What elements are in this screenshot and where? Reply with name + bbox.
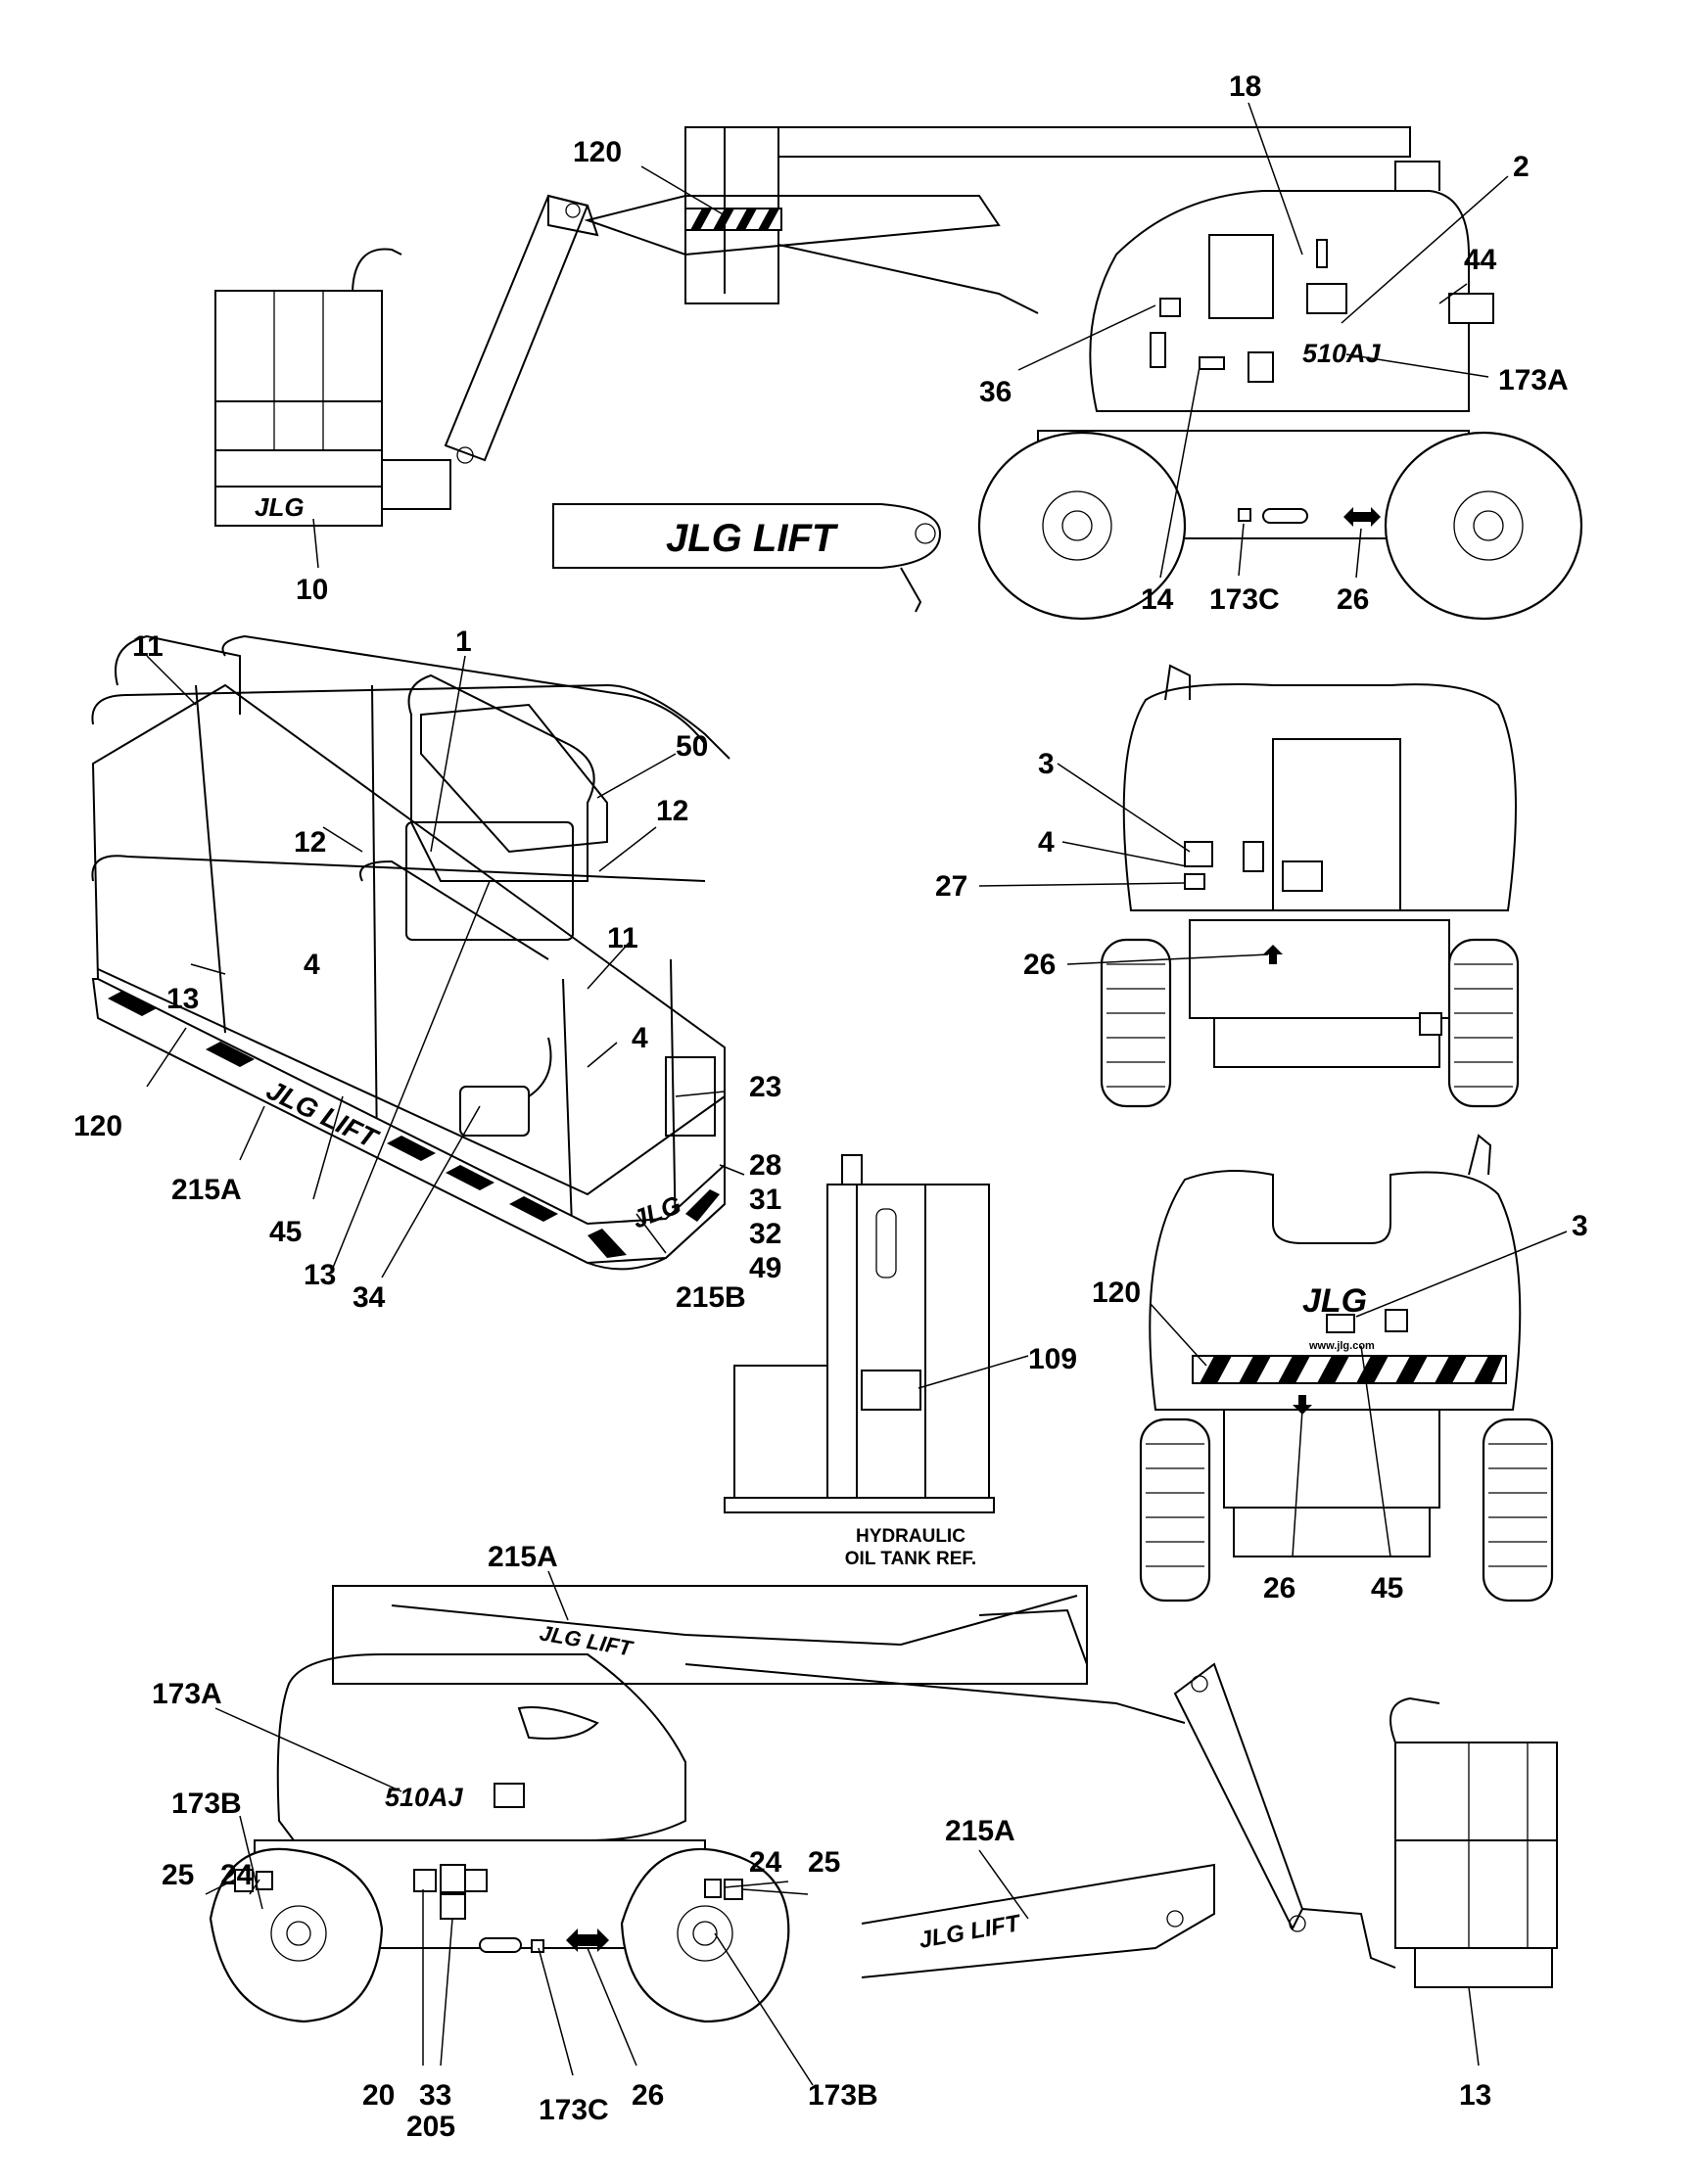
- callout-49: 49: [749, 1252, 781, 1284]
- stripe-decal-120-top: [684, 208, 782, 231]
- callouts: 18 120 2 44 36 173A 10 14 173C 26 11 1 5…: [73, 70, 1588, 2143]
- rear-view: [978, 664, 1520, 1108]
- callout-10: 10: [296, 574, 328, 606]
- callout-26-top: 26: [1337, 583, 1369, 616]
- callout-13-top: 13: [166, 983, 199, 1015]
- platform-basket-bottom: [1301, 1696, 1558, 1988]
- front-wheel-left: [1139, 1417, 1211, 1603]
- callout-24-right: 24: [749, 1846, 782, 1879]
- callout-173c-top: 173C: [1209, 583, 1280, 616]
- jlg-front-decal: JLG: [1302, 1282, 1367, 1320]
- tank-caption-line1: HYDRAULIC: [856, 1526, 965, 1547]
- callout-20: 20: [362, 2079, 395, 2112]
- callout-14: 14: [1141, 583, 1174, 616]
- jlg-platform-decal: JLG: [255, 492, 305, 522]
- callout-13-bottom: 13: [304, 1259, 336, 1291]
- callout-173b-right: 173B: [808, 2079, 878, 2112]
- callout-120-basket: 120: [73, 1110, 122, 1142]
- callout-50: 50: [676, 730, 708, 763]
- callout-3-front: 3: [1572, 1210, 1588, 1242]
- callout-1: 1: [455, 626, 472, 658]
- model-decal-173a-side: 510AJ: [385, 1783, 464, 1812]
- front-wheel-right: [1482, 1417, 1554, 1603]
- front-view: JLG www.jlg.com: [1139, 1134, 1568, 1603]
- callout-34: 34: [353, 1281, 386, 1314]
- callout-4-right: 4: [632, 1022, 648, 1054]
- stripe-decal-120-front: [1192, 1355, 1507, 1384]
- callout-12-right: 12: [656, 795, 688, 827]
- callout-36: 36: [979, 376, 1012, 408]
- wheel-front-top: [977, 431, 1187, 621]
- callout-11-right: 11: [607, 922, 638, 954]
- callout-26-front: 26: [1263, 1572, 1295, 1604]
- callout-120-front: 120: [1092, 1277, 1141, 1309]
- jlg-lift-boom-decal-top: JLG LIFT: [666, 517, 839, 560]
- model-decal-173a-top: 510AJ: [1302, 339, 1382, 368]
- callout-31: 31: [749, 1184, 781, 1216]
- callout-26-side: 26: [632, 2079, 664, 2112]
- callout-173c-side: 173C: [539, 2094, 609, 2126]
- callout-18: 18: [1229, 70, 1261, 103]
- callout-27: 27: [935, 870, 967, 903]
- callout-215a-detail: 215A: [945, 1815, 1015, 1847]
- platform-basket-top: JLG: [214, 248, 402, 527]
- callout-215a-basket: 215A: [171, 1174, 242, 1206]
- callout-44: 44: [1464, 244, 1497, 276]
- callout-4-rear: 4: [1038, 826, 1055, 859]
- callout-215a-side: 215A: [488, 1541, 558, 1573]
- wheel-left-side: [209, 1847, 384, 2023]
- callout-3-rear: 3: [1038, 748, 1055, 780]
- callout-11-left: 11: [132, 630, 164, 663]
- boom-decal-detail-side: JLG LIFT: [861, 1863, 1215, 1978]
- wheel-right-side: [620, 1847, 790, 2023]
- callout-205: 205: [406, 2111, 455, 2143]
- callout-28: 28: [749, 1149, 781, 1182]
- callout-25-left: 25: [162, 1859, 194, 1891]
- callout-120-top: 120: [573, 136, 622, 168]
- hydraulic-tank-view: HYDRAULIC OIL TANK REF.: [724, 1154, 1029, 1569]
- callout-2: 2: [1513, 151, 1530, 183]
- callout-24-left: 24: [220, 1859, 254, 1891]
- rear-wheel-right: [1447, 938, 1520, 1108]
- rear-wheel-left: [1100, 938, 1172, 1108]
- callout-12-left: 12: [294, 826, 326, 859]
- boom-decal-detail: JLG LIFT: [552, 503, 942, 613]
- callout-23: 23: [749, 1071, 781, 1103]
- callout-45-front: 45: [1371, 1572, 1403, 1604]
- callout-13-side: 13: [1459, 2079, 1491, 2112]
- website-decal: www.jlg.com: [1308, 1340, 1375, 1352]
- callout-173a-side: 173A: [152, 1678, 222, 1710]
- side-view-bottom: 510AJ JLG LIFT JLG: [205, 1570, 1558, 2086]
- callout-32: 32: [749, 1218, 781, 1250]
- stripe-decal-120-basket: [91, 978, 726, 1265]
- callout-33: 33: [419, 2079, 451, 2112]
- callout-25-right: 25: [808, 1846, 840, 1879]
- jlg-lift-detail-decal: JLG LIFT: [917, 1910, 1023, 1954]
- callout-4-left: 4: [304, 949, 320, 981]
- callout-45-basket: 45: [269, 1216, 302, 1248]
- wheel-rear-top: [1384, 431, 1583, 621]
- callout-215b: 215B: [676, 1281, 746, 1314]
- side-view-top: JLG 510AJ JLG LIFT: [214, 102, 1583, 621]
- callout-109: 109: [1028, 1343, 1077, 1375]
- tank-caption-line2: OIL TANK REF.: [845, 1549, 976, 1569]
- callout-26-rear: 26: [1023, 949, 1056, 981]
- callout-173a-top: 173A: [1498, 364, 1569, 396]
- callout-173b-left: 173B: [171, 1788, 242, 1820]
